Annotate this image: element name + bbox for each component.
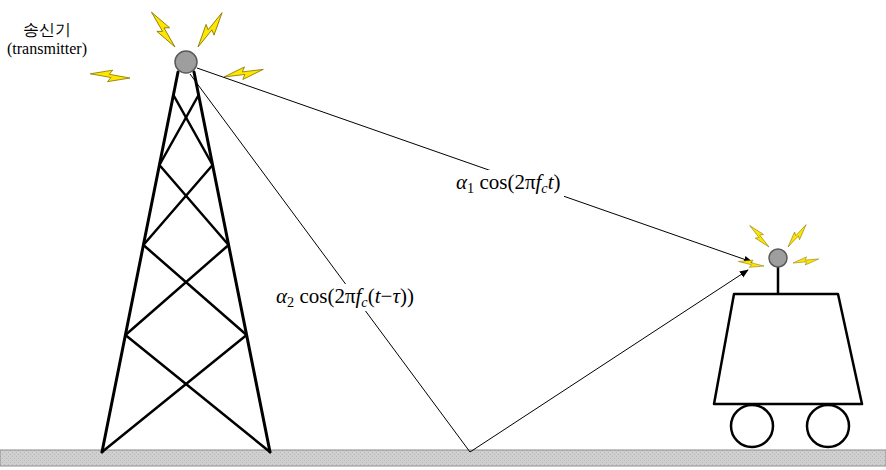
text-run: 송신기 (transmitter) — [7, 21, 87, 57]
tower — [102, 72, 270, 452]
tower-brace — [125, 335, 270, 452]
signal-bolt — [785, 222, 810, 250]
signal-formula: α1 cos(2πfct) — [453, 170, 564, 197]
signal-formula: α2 cos(2πfc(t−τ)) — [273, 284, 417, 311]
receiver-mast — [777, 266, 780, 294]
vehicle-wheel — [731, 405, 773, 447]
tower-leg — [102, 72, 178, 452]
text-run: t — [375, 284, 381, 308]
text-run: 1 — [467, 180, 474, 196]
text-run: c — [541, 180, 547, 196]
tower-brace — [143, 245, 246, 335]
text-run: − — [381, 284, 393, 308]
receiver-antenna — [769, 249, 787, 267]
text-run: cos(2π — [474, 170, 535, 194]
text-run: α — [276, 284, 287, 308]
text-run: ) — [554, 170, 561, 194]
text-run: c — [361, 294, 367, 310]
tower-brace — [159, 165, 228, 245]
text-run: τ — [392, 284, 400, 308]
signal-bolt — [223, 63, 265, 82]
signal-bolt — [738, 258, 765, 270]
text-run: t — [548, 170, 554, 194]
tower-brace — [159, 95, 198, 165]
text-run: cos(2π — [294, 284, 355, 308]
text-run: )) — [400, 284, 414, 308]
direct-path — [197, 68, 752, 262]
tower-brace — [102, 335, 247, 452]
vehicle-wheel — [807, 405, 849, 447]
tower-brace — [143, 165, 212, 245]
vehicle-body — [714, 294, 862, 404]
text-run: 2 — [287, 294, 294, 310]
signal-bolt — [792, 255, 819, 267]
device-label: 송신기 (transmitter) — [4, 20, 90, 58]
signal-bolt — [146, 9, 180, 51]
signal-bolt — [193, 9, 227, 51]
text-run: α — [456, 170, 467, 194]
transmitter-antenna — [175, 51, 197, 73]
tower-leg — [194, 72, 270, 452]
text-run: f — [356, 284, 362, 308]
text-run: ( — [368, 284, 375, 308]
reflected-path — [190, 74, 748, 452]
tower-brace — [125, 245, 228, 335]
signal-bolt — [90, 68, 131, 84]
ground-bar — [0, 450, 886, 466]
signal-bolt — [747, 223, 773, 250]
text-run: f — [536, 170, 542, 194]
